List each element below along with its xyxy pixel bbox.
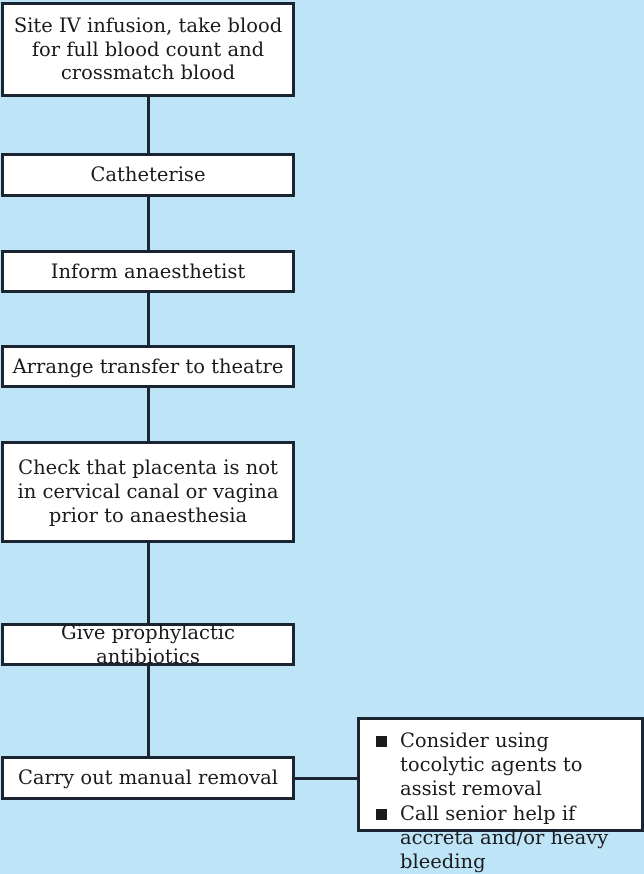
flow-node-check-placenta: Check that placenta is not in cervical c… xyxy=(1,441,295,543)
connector-catheterise-to-anaesthetist xyxy=(147,195,150,252)
flow-node-label: Site IV infusion, take blood for full bl… xyxy=(13,13,283,85)
flow-node-label: Check that placenta is not in cervical c… xyxy=(17,456,279,527)
flow-node-label: Carry out manual removal xyxy=(17,766,278,790)
list-item: Call senior help if accreta and/or heavy… xyxy=(370,802,633,874)
connector-antibiotics-to-manual-removal xyxy=(147,664,150,758)
square-bullet-icon xyxy=(376,736,387,747)
flow-node-prophylactic-antibiotics: Give prophylactic antibiotics xyxy=(1,620,295,668)
flow-node-label: Catheterise xyxy=(90,163,206,187)
connector-check-to-antibiotics xyxy=(147,541,150,625)
connector-iv-to-catheterise xyxy=(147,95,150,155)
connector-anaesthetist-to-transfer xyxy=(147,291,150,347)
flow-node-label: Arrange transfer to theatre xyxy=(12,354,284,378)
connector-transfer-to-check xyxy=(147,386,150,443)
list-item-label: Consider using tocolytic agents to assis… xyxy=(400,729,583,800)
list-item: Consider using tocolytic agents to assis… xyxy=(370,729,633,801)
flow-node-arrange-transfer: Arrange transfer to theatre xyxy=(1,345,295,388)
notes-list: Consider using tocolytic agents to assis… xyxy=(370,729,633,874)
flow-node-iv-infusion: Site IV infusion, take blood for full bl… xyxy=(1,2,295,97)
connector-manual-removal-to-notes xyxy=(293,777,359,780)
flow-node-catheterise: Catheterise xyxy=(1,153,295,197)
list-item-label: Call senior help if accreta and/or heavy… xyxy=(400,801,609,873)
flow-node-manual-removal: Carry out manual removal xyxy=(1,756,295,800)
flow-node-inform-anaesthetist: Inform anaesthetist xyxy=(1,250,295,293)
flow-node-notes: Consider using tocolytic agents to assis… xyxy=(357,717,644,873)
flow-node-label: Give prophylactic antibiotics xyxy=(61,620,235,668)
square-bullet-icon xyxy=(376,808,387,820)
flow-node-label: Inform anaesthetist xyxy=(50,259,246,283)
